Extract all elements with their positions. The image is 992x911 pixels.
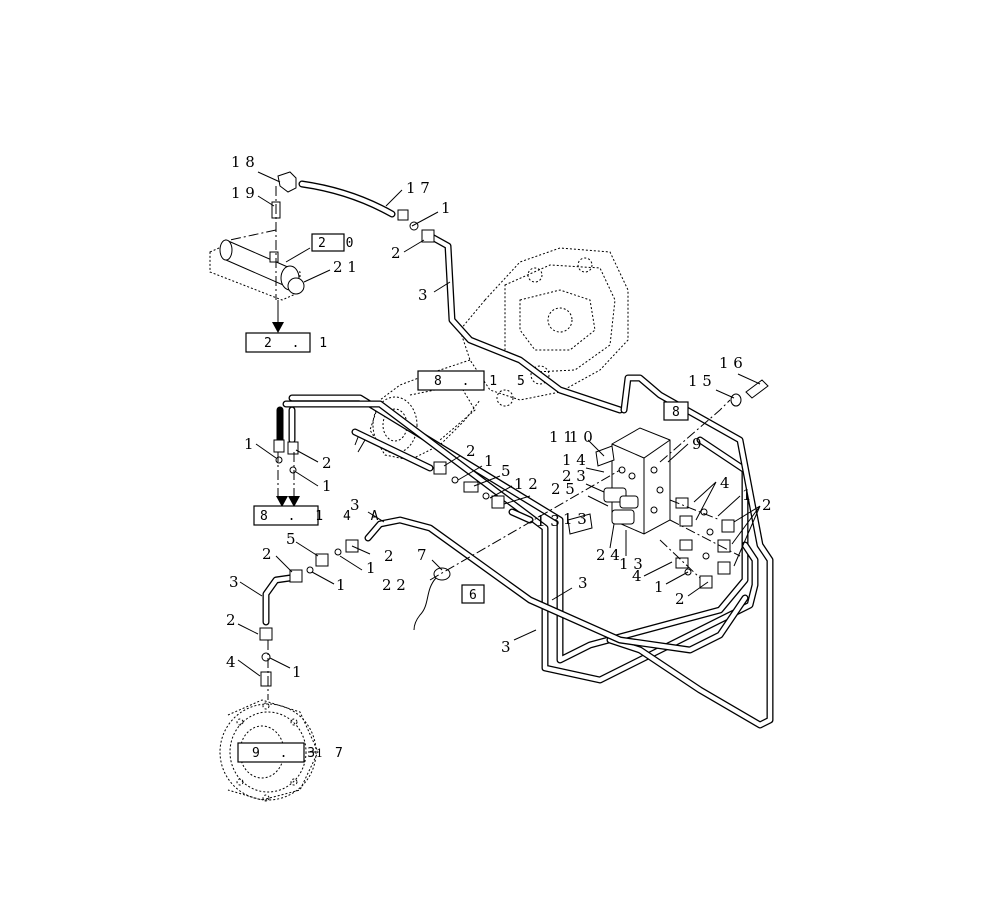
callout-21: 2 1 <box>333 258 357 276</box>
callout-1-wheel: 1 <box>316 747 323 760</box>
reference-arrows <box>272 300 300 507</box>
ref-box-6[interactable] <box>461 584 485 604</box>
hydraulic-cylinder <box>209 239 305 301</box>
callout-2-mid: 2 <box>262 545 272 563</box>
reference-boxes: 2 0 2 . 1 8 . 1 5 8 8 . 1 4 A 6 9 . 3 7 <box>237 233 689 763</box>
center-lines <box>229 186 741 700</box>
callout-numbers: 1 8 1 9 1 7 1 2 3 2 1 1 6 1 5 1 0 1 1 1 … <box>226 153 772 760</box>
callout-3-mid: 3 <box>350 496 360 514</box>
callout-1-mid: 1 <box>366 559 376 577</box>
callout-2-mid-right: 2 <box>384 547 394 565</box>
callout-9: 9 <box>692 435 702 453</box>
callout-3-motor: 3 <box>229 573 239 591</box>
ref-box-8-14a[interactable] <box>253 505 319 526</box>
callout-2-motor: 2 <box>226 611 236 629</box>
callout-1-right: 1 <box>742 486 752 504</box>
callout-1-left-lower: 1 <box>322 477 332 495</box>
leader-lines <box>237 171 761 753</box>
callout-16: 1 6 <box>719 354 743 372</box>
callout-3: 3 <box>418 286 428 304</box>
callout-1-lower: 1 <box>654 578 664 596</box>
hydraulic-tubes <box>262 180 774 729</box>
callout-4-right: 4 <box>720 474 730 492</box>
callout-12: 1 2 <box>514 475 538 493</box>
callout-4-lower: 4 <box>632 567 642 585</box>
ref-8-15-label: 8 . 1 5 <box>434 374 531 389</box>
ref-box-9-37[interactable] <box>237 742 305 763</box>
ref-box-2-1[interactable] <box>245 332 311 353</box>
callout-1-mid-low: 1 <box>336 576 346 594</box>
callout-1-motor: 1 <box>292 663 302 681</box>
ref-20-label: 2 0 <box>318 236 359 251</box>
callout-18: 1 8 <box>231 153 255 171</box>
callout-19: 1 9 <box>231 184 255 202</box>
callout-2: 2 <box>391 244 401 262</box>
ref-8-14a-label: 8 . 1 4 A <box>260 509 384 524</box>
callout-25: 2 5 <box>551 480 575 498</box>
callout-3-loop: 3 <box>578 574 588 592</box>
callout-5-mid: 5 <box>286 530 296 548</box>
callout-1-left: 1 <box>244 435 254 453</box>
callout-23: 2 3 <box>562 467 586 485</box>
callout-24: 2 4 <box>596 546 620 564</box>
ref-2-1-label: 2 . 1 <box>264 336 333 351</box>
callout-2-right: 2 <box>762 496 772 514</box>
ref-box-8[interactable] <box>663 401 689 421</box>
callout-1: 1 <box>441 199 451 217</box>
ref-6-label: 6 <box>469 588 483 603</box>
valve-block <box>567 427 671 535</box>
callout-17: 1 7 <box>406 179 430 197</box>
callout-2-lower: 2 <box>675 590 685 608</box>
callout-13-valve: 1 3 <box>563 510 587 528</box>
callout-1-center: 1 <box>484 452 494 470</box>
callout-5-center: 5 <box>501 462 511 480</box>
callout-13-center: 1 3 <box>536 512 560 530</box>
callout-2-center: 2 <box>466 442 476 460</box>
callout-11: 1 1 <box>549 428 573 446</box>
callout-13-lower: 1 3 <box>619 555 643 573</box>
callout-4-motor: 4 <box>226 653 236 671</box>
ref-8-label: 8 <box>672 405 686 420</box>
ref-box-8-15[interactable] <box>417 370 485 391</box>
ref-box-20[interactable] <box>311 233 345 252</box>
callout-7: 7 <box>417 546 427 564</box>
callout-2-left: 2 <box>322 454 332 472</box>
callout-15: 1 5 <box>688 372 712 390</box>
callout-10: 1 0 <box>569 428 593 446</box>
callout-3-bottom: 3 <box>501 638 511 656</box>
callout-22: 2 2 <box>382 576 406 594</box>
ref-9-37-label: 9 . 3 7 <box>252 746 349 761</box>
callout-14: 1 4 <box>562 451 586 469</box>
